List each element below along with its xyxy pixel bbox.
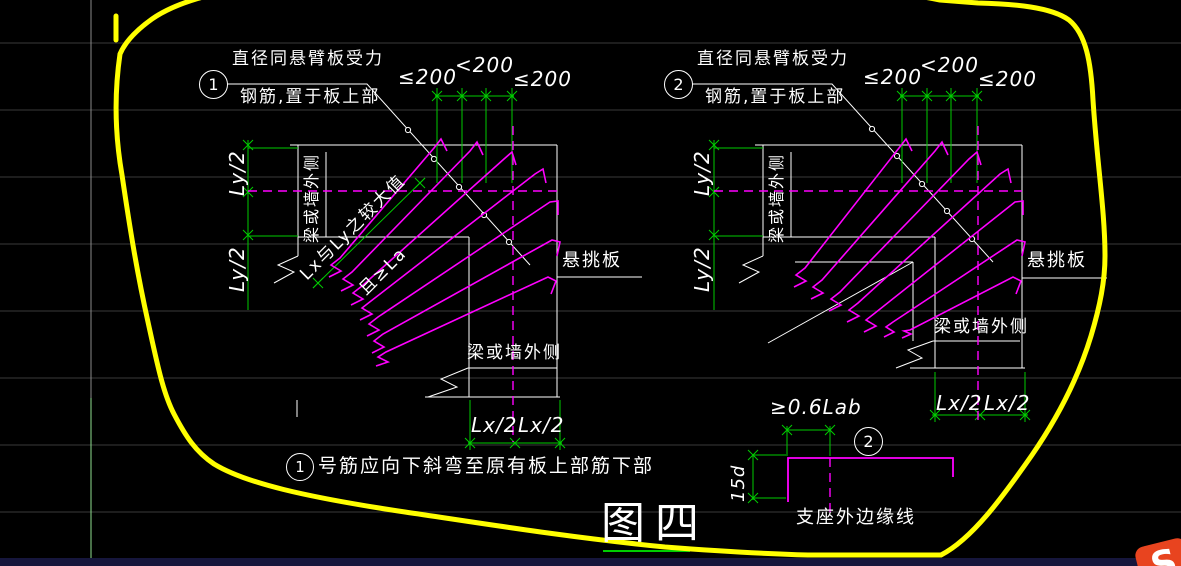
spacing-dim-label: ≤200 <box>513 67 572 91</box>
spacing-dim-label: ≤200 <box>863 65 922 89</box>
grid-lines <box>0 42 1181 513</box>
wall-bottom-label: 梁或墙外侧 <box>467 343 562 363</box>
hook-bar <box>787 457 954 502</box>
lx-dim-label: Lx/2 <box>984 391 1031 415</box>
detail-1-callout-line1: 直径同悬臂板受力 <box>232 49 384 69</box>
hook-detail-bubble: 2 <box>854 427 883 456</box>
taskbar-strip <box>0 558 1181 566</box>
detail-1-callout-line2: 钢筋,置于板上部 <box>240 87 381 107</box>
lx-dim-label: Lx/2 <box>471 413 518 437</box>
detail-2-bubble: 2 <box>664 70 693 99</box>
ly-dim-label: Ly/2 <box>225 246 249 292</box>
wall-side-label: 梁或墙外侧 <box>767 152 786 243</box>
cantilever-slab-label: 悬挑板 <box>562 250 622 271</box>
ly-dim-label: Ly/2 <box>225 150 249 196</box>
spacing-dim-label: ≤200 <box>398 65 457 89</box>
rebar-lines <box>328 137 1026 502</box>
rebar-centerlines <box>248 126 1022 512</box>
spacing-dim-label: ≤200 <box>978 67 1037 91</box>
ly-dim-label: Ly/2 <box>690 246 714 292</box>
anchorage-dim-label: ≥0.6Lab <box>770 395 862 419</box>
hook-length-dim-label: 15d <box>728 464 749 502</box>
dimension-ticks <box>242 90 1031 504</box>
support-edge-label: 支座外边缘线 <box>796 507 916 528</box>
cantilever-slab-label: 悬挑板 <box>1027 250 1087 271</box>
dimension-lines <box>242 88 1031 552</box>
spacing-dim-label: <200 <box>920 53 979 77</box>
lx-dim-label: Lx/2 <box>936 391 983 415</box>
callout-leader-2 <box>692 83 994 263</box>
detail-2-callout-line1: 直径同悬臂板受力 <box>697 49 849 69</box>
ly-dim-label: Ly/2 <box>690 150 714 196</box>
structure-lines <box>227 83 1107 417</box>
footer-note: 号筋应向下斜弯至原有板上部筋下部 <box>318 455 655 477</box>
spacing-dim-label: <200 <box>455 53 514 77</box>
detail-1-bubble: 1 <box>199 70 228 99</box>
wall-bottom-label: 梁或墙外侧 <box>934 317 1029 337</box>
lx-dim-label: Lx/2 <box>518 413 565 437</box>
detail-2-callout-line2: 钢筋,置于板上部 <box>705 87 846 107</box>
callout-leader-1 <box>227 83 531 266</box>
freehand-highlight <box>113 0 1108 558</box>
watermark-letter: S <box>1146 540 1181 566</box>
figure-title: 图四 <box>601 498 709 549</box>
note-bubble: 1 <box>286 453 314 481</box>
wall-side-label: 梁或墙外侧 <box>302 152 321 243</box>
